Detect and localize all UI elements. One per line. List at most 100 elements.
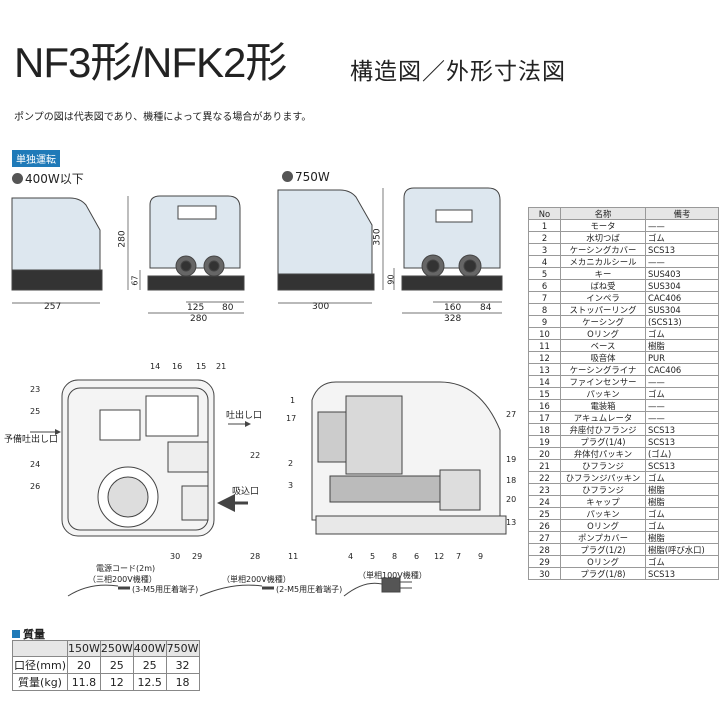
part-remark-cell: CAC406 xyxy=(645,291,719,304)
part-remark-cell: 樹脂 xyxy=(645,339,719,352)
callout: 4 xyxy=(348,552,354,561)
part-no-cell: 11 xyxy=(528,339,561,352)
part-name-cell: キー xyxy=(560,267,646,280)
mass-col-header: 150W xyxy=(67,640,101,657)
part-no-cell: 2 xyxy=(528,231,561,244)
callout: 20 xyxy=(506,495,517,504)
bullet-icon xyxy=(282,171,293,182)
part-name-cell: メカニカルシール xyxy=(560,255,646,268)
part-remark-cell: SCS13 xyxy=(645,567,719,580)
callout: 30 xyxy=(170,552,181,561)
part-no-cell: 14 xyxy=(528,375,561,388)
page-subtitle: 構造図／外形寸法図 xyxy=(350,59,566,85)
mass-cell: 18 xyxy=(165,673,200,691)
table-row: 質量(kg) 11.8 12 12.5 18 xyxy=(12,673,200,691)
part-no-cell: 17 xyxy=(528,411,561,424)
dim-small-side: 80 xyxy=(222,303,234,313)
part-remark-cell: 樹脂 xyxy=(645,483,719,496)
callout: 21 xyxy=(216,362,227,371)
callout: 25 xyxy=(30,407,41,416)
part-no-cell: 13 xyxy=(528,363,561,376)
callout: 13 xyxy=(506,518,517,527)
table-row: 口径(mm) 20 25 25 32 xyxy=(12,656,200,674)
part-remark-cell: ゴム xyxy=(645,327,719,340)
callout: 6 xyxy=(414,552,420,561)
part-no-cell: 8 xyxy=(528,303,561,316)
part-name-cell: 電装箱 xyxy=(560,399,646,412)
section-heading-large: 750W xyxy=(282,170,330,184)
part-name-cell: ファインセンサー xyxy=(560,375,646,388)
part-name-cell: Oリング xyxy=(560,519,646,532)
dim-small-base: 67 xyxy=(130,275,140,286)
part-name-cell: ひフランジ xyxy=(560,483,646,496)
part-remark-cell: SCS13 xyxy=(645,423,719,436)
part-remark-cell: 樹脂 xyxy=(645,531,719,544)
label-spare-discharge: 予備吐出し口 xyxy=(4,435,59,445)
part-remark-cell: 樹脂 xyxy=(645,495,719,508)
mass-row-label: 口径(mm) xyxy=(12,656,68,674)
callout: 18 xyxy=(506,476,517,485)
part-name-cell: ひフランジ xyxy=(560,459,646,472)
callout: 11 xyxy=(288,552,299,561)
callout: 24 xyxy=(30,460,41,469)
part-name-cell: アキュムレータ xyxy=(560,411,646,424)
callout: 12 xyxy=(434,552,445,561)
part-no-cell: 7 xyxy=(528,291,561,304)
part-name-cell: 水切つば xyxy=(560,231,646,244)
part-name-cell: キャップ xyxy=(560,495,646,508)
mass-cell: 20 xyxy=(67,656,101,674)
part-no-cell: 28 xyxy=(528,543,561,556)
part-no-cell: 1 xyxy=(528,219,561,232)
part-remark-cell: SCS13 xyxy=(645,243,719,256)
small-side-view xyxy=(11,197,103,304)
part-no-cell: 22 xyxy=(528,471,561,484)
part-remark-cell: SUS304 xyxy=(645,303,719,316)
label-single-200-terminal: (2-M5用圧着端子) xyxy=(276,585,343,594)
part-name-cell: 弁座付ひフランジ xyxy=(560,423,646,436)
part-remark-cell: ゴム xyxy=(645,471,719,484)
part-no-cell: 23 xyxy=(528,483,561,496)
label-single-100: （単相100V機種） xyxy=(358,571,427,580)
part-no-cell: 24 xyxy=(528,495,561,508)
part-name-cell: プラグ(1/4) xyxy=(560,435,646,448)
callout: 23 xyxy=(30,385,41,394)
part-no-cell: 20 xyxy=(528,447,561,460)
part-remark-cell: (ゴム) xyxy=(645,447,719,460)
part-remark-cell: ゴム xyxy=(645,519,719,532)
part-name-cell: ひフランジパッキン xyxy=(560,471,646,484)
part-name-cell: 弁体付パッキン xyxy=(560,447,646,460)
mass-table: 150W 250W 400W 750W 口径(mm) 20 25 25 32 質… xyxy=(12,640,200,691)
part-remark-cell: PUR xyxy=(645,351,719,364)
part-name-cell: プラグ(1/8) xyxy=(560,567,646,580)
mass-col-header: 400W xyxy=(132,640,167,657)
part-no-cell: 4 xyxy=(528,255,561,268)
part-no-cell: 16 xyxy=(528,399,561,412)
part-name-cell: Oリング xyxy=(560,555,646,568)
large-front-view xyxy=(382,187,503,314)
part-name-cell: モータ xyxy=(560,219,646,232)
label-three-phase-terminal: (3-M5用圧着端子) xyxy=(132,585,199,594)
callout: 9 xyxy=(478,552,484,561)
part-no-cell: 15 xyxy=(528,387,561,400)
part-remark-cell: —— xyxy=(645,219,719,232)
mode-badge: 単独運転 xyxy=(12,150,60,167)
callout: 29 xyxy=(192,552,203,561)
callout: 14 xyxy=(150,362,161,371)
